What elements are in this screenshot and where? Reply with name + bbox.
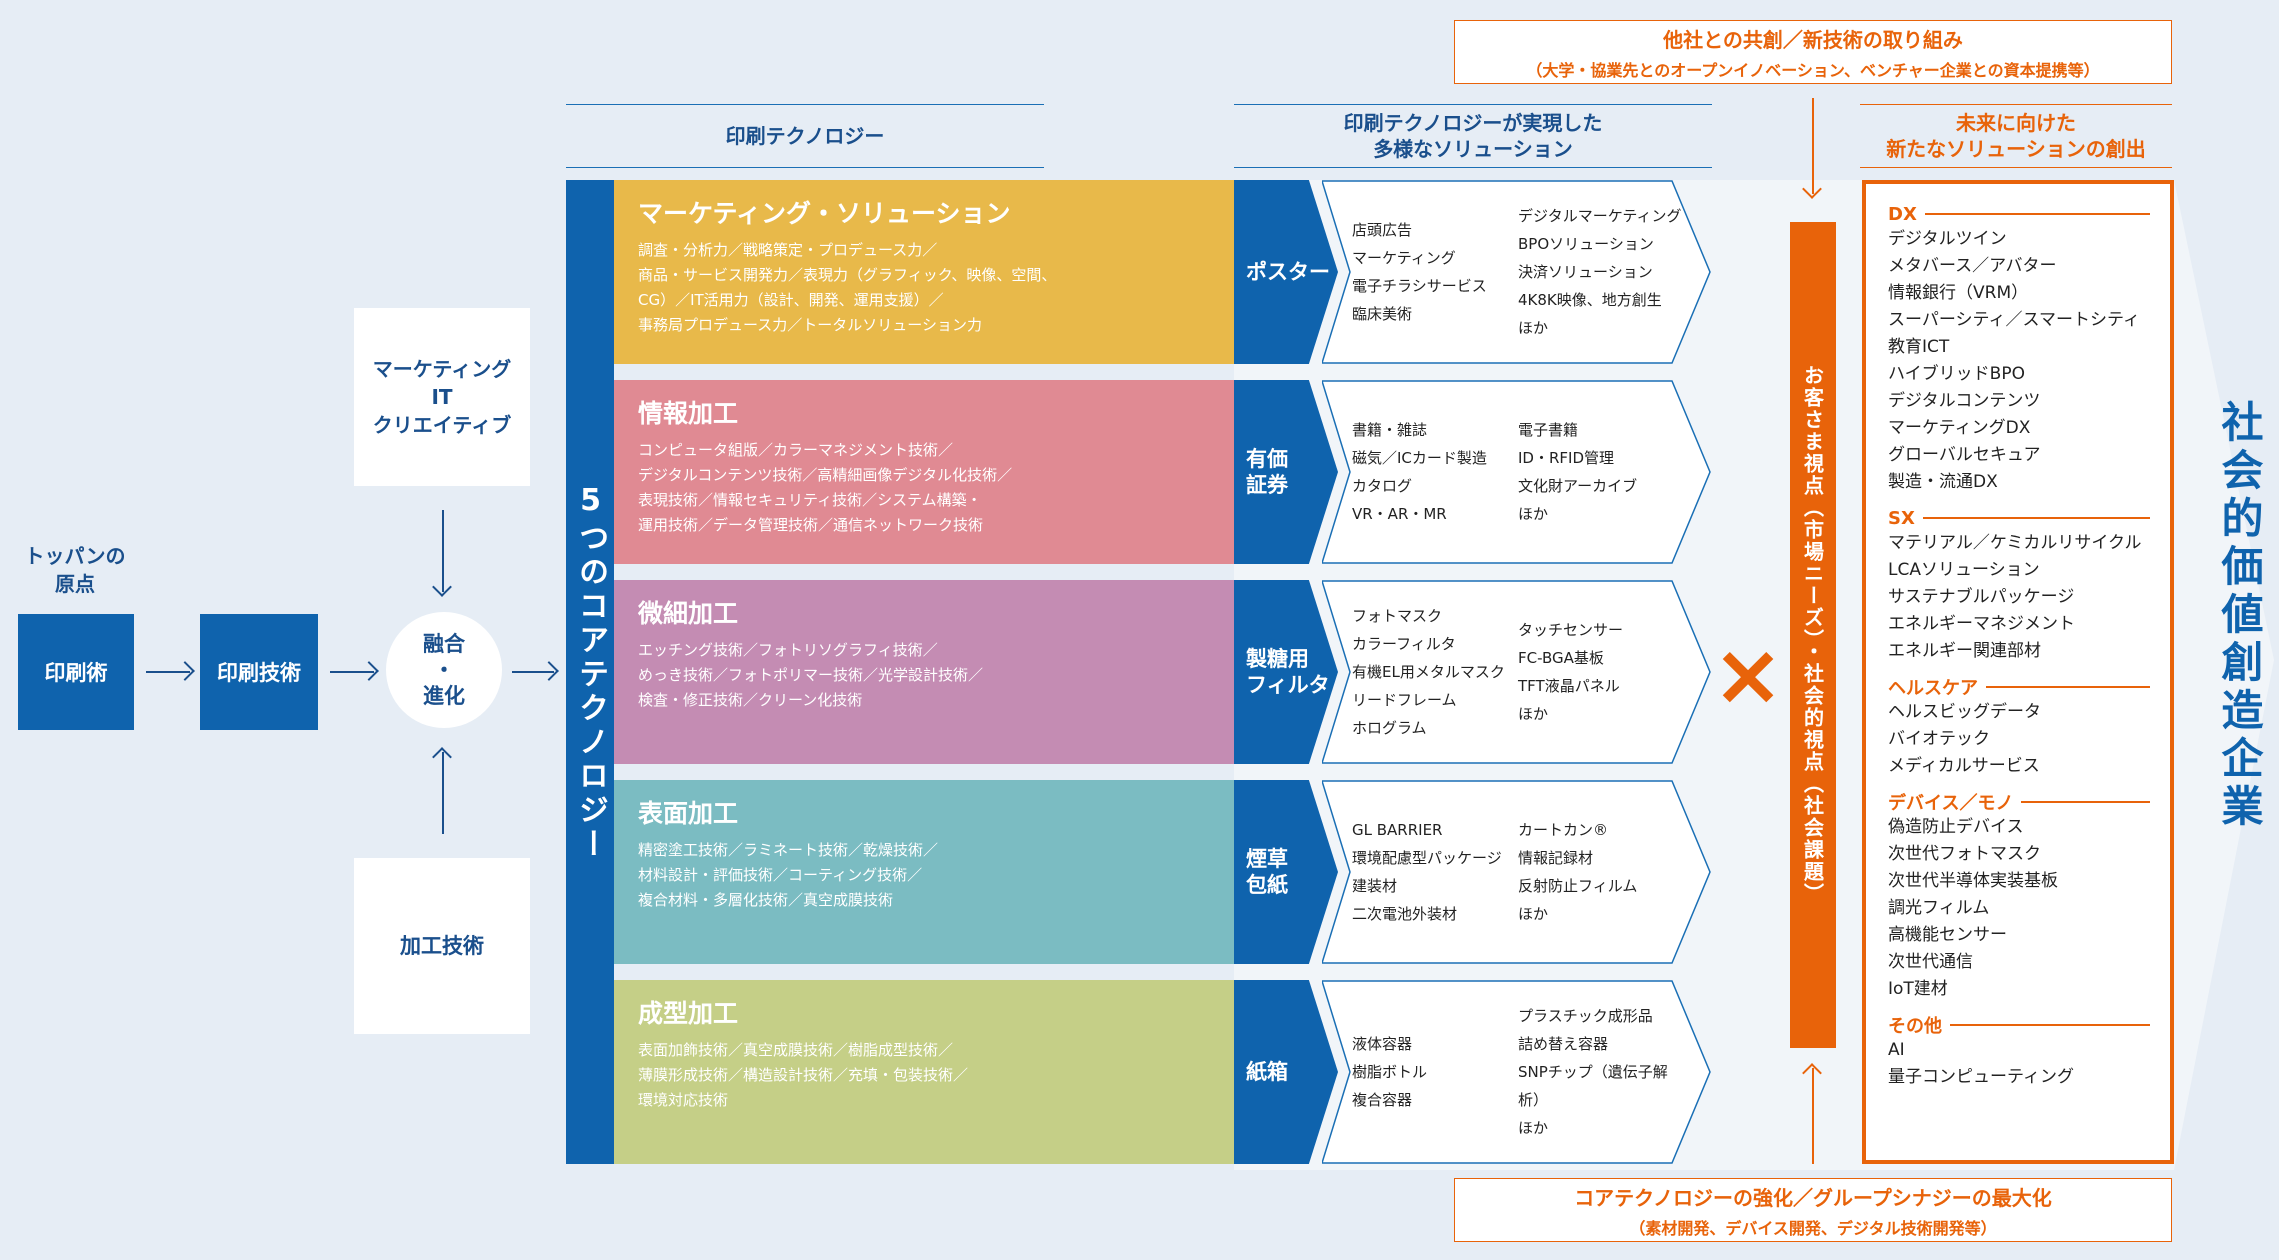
technology-title: 成型加工 (638, 999, 739, 1028)
arrow-down-icon (442, 510, 444, 592)
technology-row: 表面加工 精密塗工技術／ラミネート技術／乾燥技術／ 材料設計・評価技術／コーティ… (614, 780, 1234, 964)
header-future-line1: 未来に向けた (1956, 111, 2076, 135)
future-category-items: AI 量子コンピューティング (1888, 1040, 2074, 1087)
product-tag-label: 有価 証券 (1246, 447, 1288, 497)
printing-tech-box: 印刷技術 (200, 614, 318, 730)
technology-description: コンピュータ組版／カラーマネジメント技術／ デジタルコンテンツ技術／高精細画像デ… (638, 441, 1013, 534)
printing-box: 印刷術 (18, 614, 134, 730)
divider (1950, 1024, 2150, 1026)
solution-list-left: フォトマスク カラーフィルタ 有機EL用メタルマスク リードフレーム ホログラム (1352, 607, 1505, 737)
product-tag-label: 紙箱 (1246, 1060, 1288, 1084)
cross-mark: × (1711, 625, 1785, 725)
technology-title: 情報加工 (638, 399, 739, 428)
future-category-title: SX (1888, 507, 1915, 529)
solution-list-left: 店頭広告 マーケティング 電子チラシサービス 臨床美術 (1352, 221, 1487, 323)
divider (1922, 517, 2150, 519)
future-category-heading: ヘルスケア (1888, 675, 2150, 699)
future-category-title: DX (1888, 203, 1917, 225)
technology-description: 調査・分析力／戦略策定・プロデュース力／ 商品・サービス開発力／表現力（グラフィ… (638, 241, 1057, 334)
core-strengthening-note-title: コアテクノロジーの強化／グループシナジーの最大化 (1574, 1185, 2052, 1210)
future-category-items: マテリアル／ケミカルリサイクル LCAソリューション サステナブルパッケージ エ… (1888, 533, 2142, 661)
header-printing-technology: 印刷テクノロジー (566, 104, 1044, 168)
divider (1986, 686, 2150, 688)
solution-list-right: 電子書籍 ID・RFID管理 文化財アーカイブ ほか (1518, 421, 1638, 523)
technology-title: マーケティング・ソリューション (638, 199, 1011, 228)
product-tag-label: ポスター (1246, 260, 1330, 284)
arrow-down-icon (1812, 98, 1814, 194)
arrow-right-icon (330, 671, 374, 673)
core-technologies-label: 5つのコアテクノロジー (566, 180, 614, 1164)
solution-chevron-outline (1322, 980, 1711, 1164)
co-creation-note-detail: （大学・協業先とのオープンイノベーション、ベンチャー企業との資本提携等） (1526, 60, 2100, 80)
solution-list-left: 書籍・雑誌 磁気／ICカード製造 カタログ VR・AR・MR (1352, 421, 1487, 523)
arrow-up-icon (1812, 1068, 1814, 1164)
technology-row: 成型加工 表面加飾技術／真空成膜技術／樹脂成型技術／ 薄膜形成技術／構造設計技術… (614, 980, 1234, 1164)
product-tag-label: 煙草 包紙 (1246, 847, 1288, 897)
marketing-it-creative-box: マーケティング IT クリエイティブ (354, 308, 530, 486)
solution-chevron-outline (1322, 780, 1711, 964)
solution-list-right: カートカン® 情報記録材 反射防止フィルム ほか (1518, 821, 1638, 923)
future-category-heading: デバイス／モノ (1888, 790, 2150, 814)
future-solutions-box: DX デジタルツイン メタバース／アバター 情報銀行（VRM） スーパーシティ／ス… (1862, 180, 2174, 1164)
future-category-items: ヘルスビッグデータ バイオテック メディカルサービス (1888, 702, 2041, 776)
arrow-right-icon (512, 671, 554, 673)
header-printing-technology-text: 印刷テクノロジー (725, 124, 885, 148)
solution-list-left: 液体容器 樹脂ボトル 複合容器 (1352, 1035, 1428, 1109)
header-future: 未来に向けた 新たなソリューションの創出 (1860, 104, 2172, 168)
solution-list-left: GL BARRIER 環境配慮型パッケージ 建装材 二次電池外装材 (1352, 821, 1502, 923)
technology-row: 情報加工 コンピュータ組版／カラーマネジメント技術／ デジタルコンテンツ技術／高… (614, 380, 1234, 564)
future-category-heading: その他 (1888, 1013, 2150, 1037)
future-category-title: ヘルスケア (1888, 678, 1978, 699)
solution-list-right: プラスチック成形品 詰め替え容器 SNPチップ（遺伝子解析） ほか (1518, 1007, 1668, 1137)
future-category-heading: SX (1888, 506, 2150, 530)
product-tag-label: 製糖用 フィルタ (1246, 647, 1330, 697)
technology-description: 精密塗工技術／ラミネート技術／乾燥技術／ 材料設計・評価技術／コーティング技術／… (638, 841, 939, 909)
future-category-heading: DX (1888, 202, 2150, 226)
divider (1924, 213, 2150, 215)
future-category-title: その他 (1888, 1016, 1942, 1037)
solution-chevron-outline (1322, 580, 1711, 764)
technology-description: エッチング技術／フォトリソグラフィ技術／ めっき技術／フォトポリマー技術／光学設… (638, 641, 984, 709)
core-strengthening-note-detail: （素材開発、デバイス開発、デジタル技術開発等） (1629, 1218, 1997, 1238)
technology-row: 微細加工 エッチング技術／フォトリソグラフィ技術／ めっき技術／フォトポリマー技… (614, 580, 1234, 764)
solution-list-right: タッチセンサー FC-BGA基板 TFT液晶パネル ほか (1518, 621, 1624, 723)
header-future-line2: 新たなソリューションの創出 (1886, 137, 2146, 161)
header-solutions-line2: 多様なソリューション (1373, 137, 1573, 161)
customer-social-viewpoint-bar: お客さま視点（市場ニーズ）・社会的視点（社会課題） (1790, 222, 1836, 1048)
core-strengthening-note: コアテクノロジーの強化／グループシナジーの最大化 （素材開発、デバイス開発、デジ… (1454, 1178, 2172, 1242)
origin-label: トッパンの 原点 (24, 544, 126, 596)
arrow-right-icon (146, 671, 190, 673)
goal-social-value-company: 社会的価値創造企業 (2215, 400, 2264, 832)
arrow-up-icon (442, 752, 444, 834)
technology-title: 表面加工 (638, 799, 739, 828)
technology-row: マーケティング・ソリューション 調査・分析力／戦略策定・プロデュース力／ 商品・… (614, 180, 1234, 364)
future-category-title: デバイス／モノ (1888, 793, 2014, 814)
header-solutions-line1: 印刷テクノロジーが実現した (1343, 111, 1603, 135)
processing-tech-box: 加工技術 (354, 858, 530, 1034)
header-solutions: 印刷テクノロジーが実現した 多様なソリューション (1234, 104, 1712, 168)
solution-list-right: デジタルマーケティング BPOソリューション 決済ソリューション 4K8K映像、… (1518, 207, 1682, 337)
solution-chevron-outline (1322, 180, 1711, 364)
fusion-circle: 融合 ・ 進化 (386, 612, 502, 728)
technology-description: 表面加飾技術／真空成膜技術／樹脂成型技術／ 薄膜形成技術／構造設計技術／充填・包… (638, 1041, 969, 1109)
technology-title: 微細加工 (638, 599, 739, 628)
solution-chevron-outline (1322, 380, 1711, 564)
co-creation-note: 他社との共創／新技術の取り組み （大学・協業先とのオープンイノベーション、ベンチ… (1454, 20, 2172, 84)
future-category-items: デジタルツイン メタバース／アバター 情報銀行（VRM） スーパーシティ／スマー… (1888, 229, 2140, 492)
divider (2021, 801, 2150, 803)
co-creation-note-title: 他社との共創／新技術の取り組み (1663, 27, 1963, 52)
future-category-items: 偽造防止デバイス 次世代フォトマスク 次世代半導体実装基板 調光フィルム 高機能… (1888, 817, 2058, 999)
